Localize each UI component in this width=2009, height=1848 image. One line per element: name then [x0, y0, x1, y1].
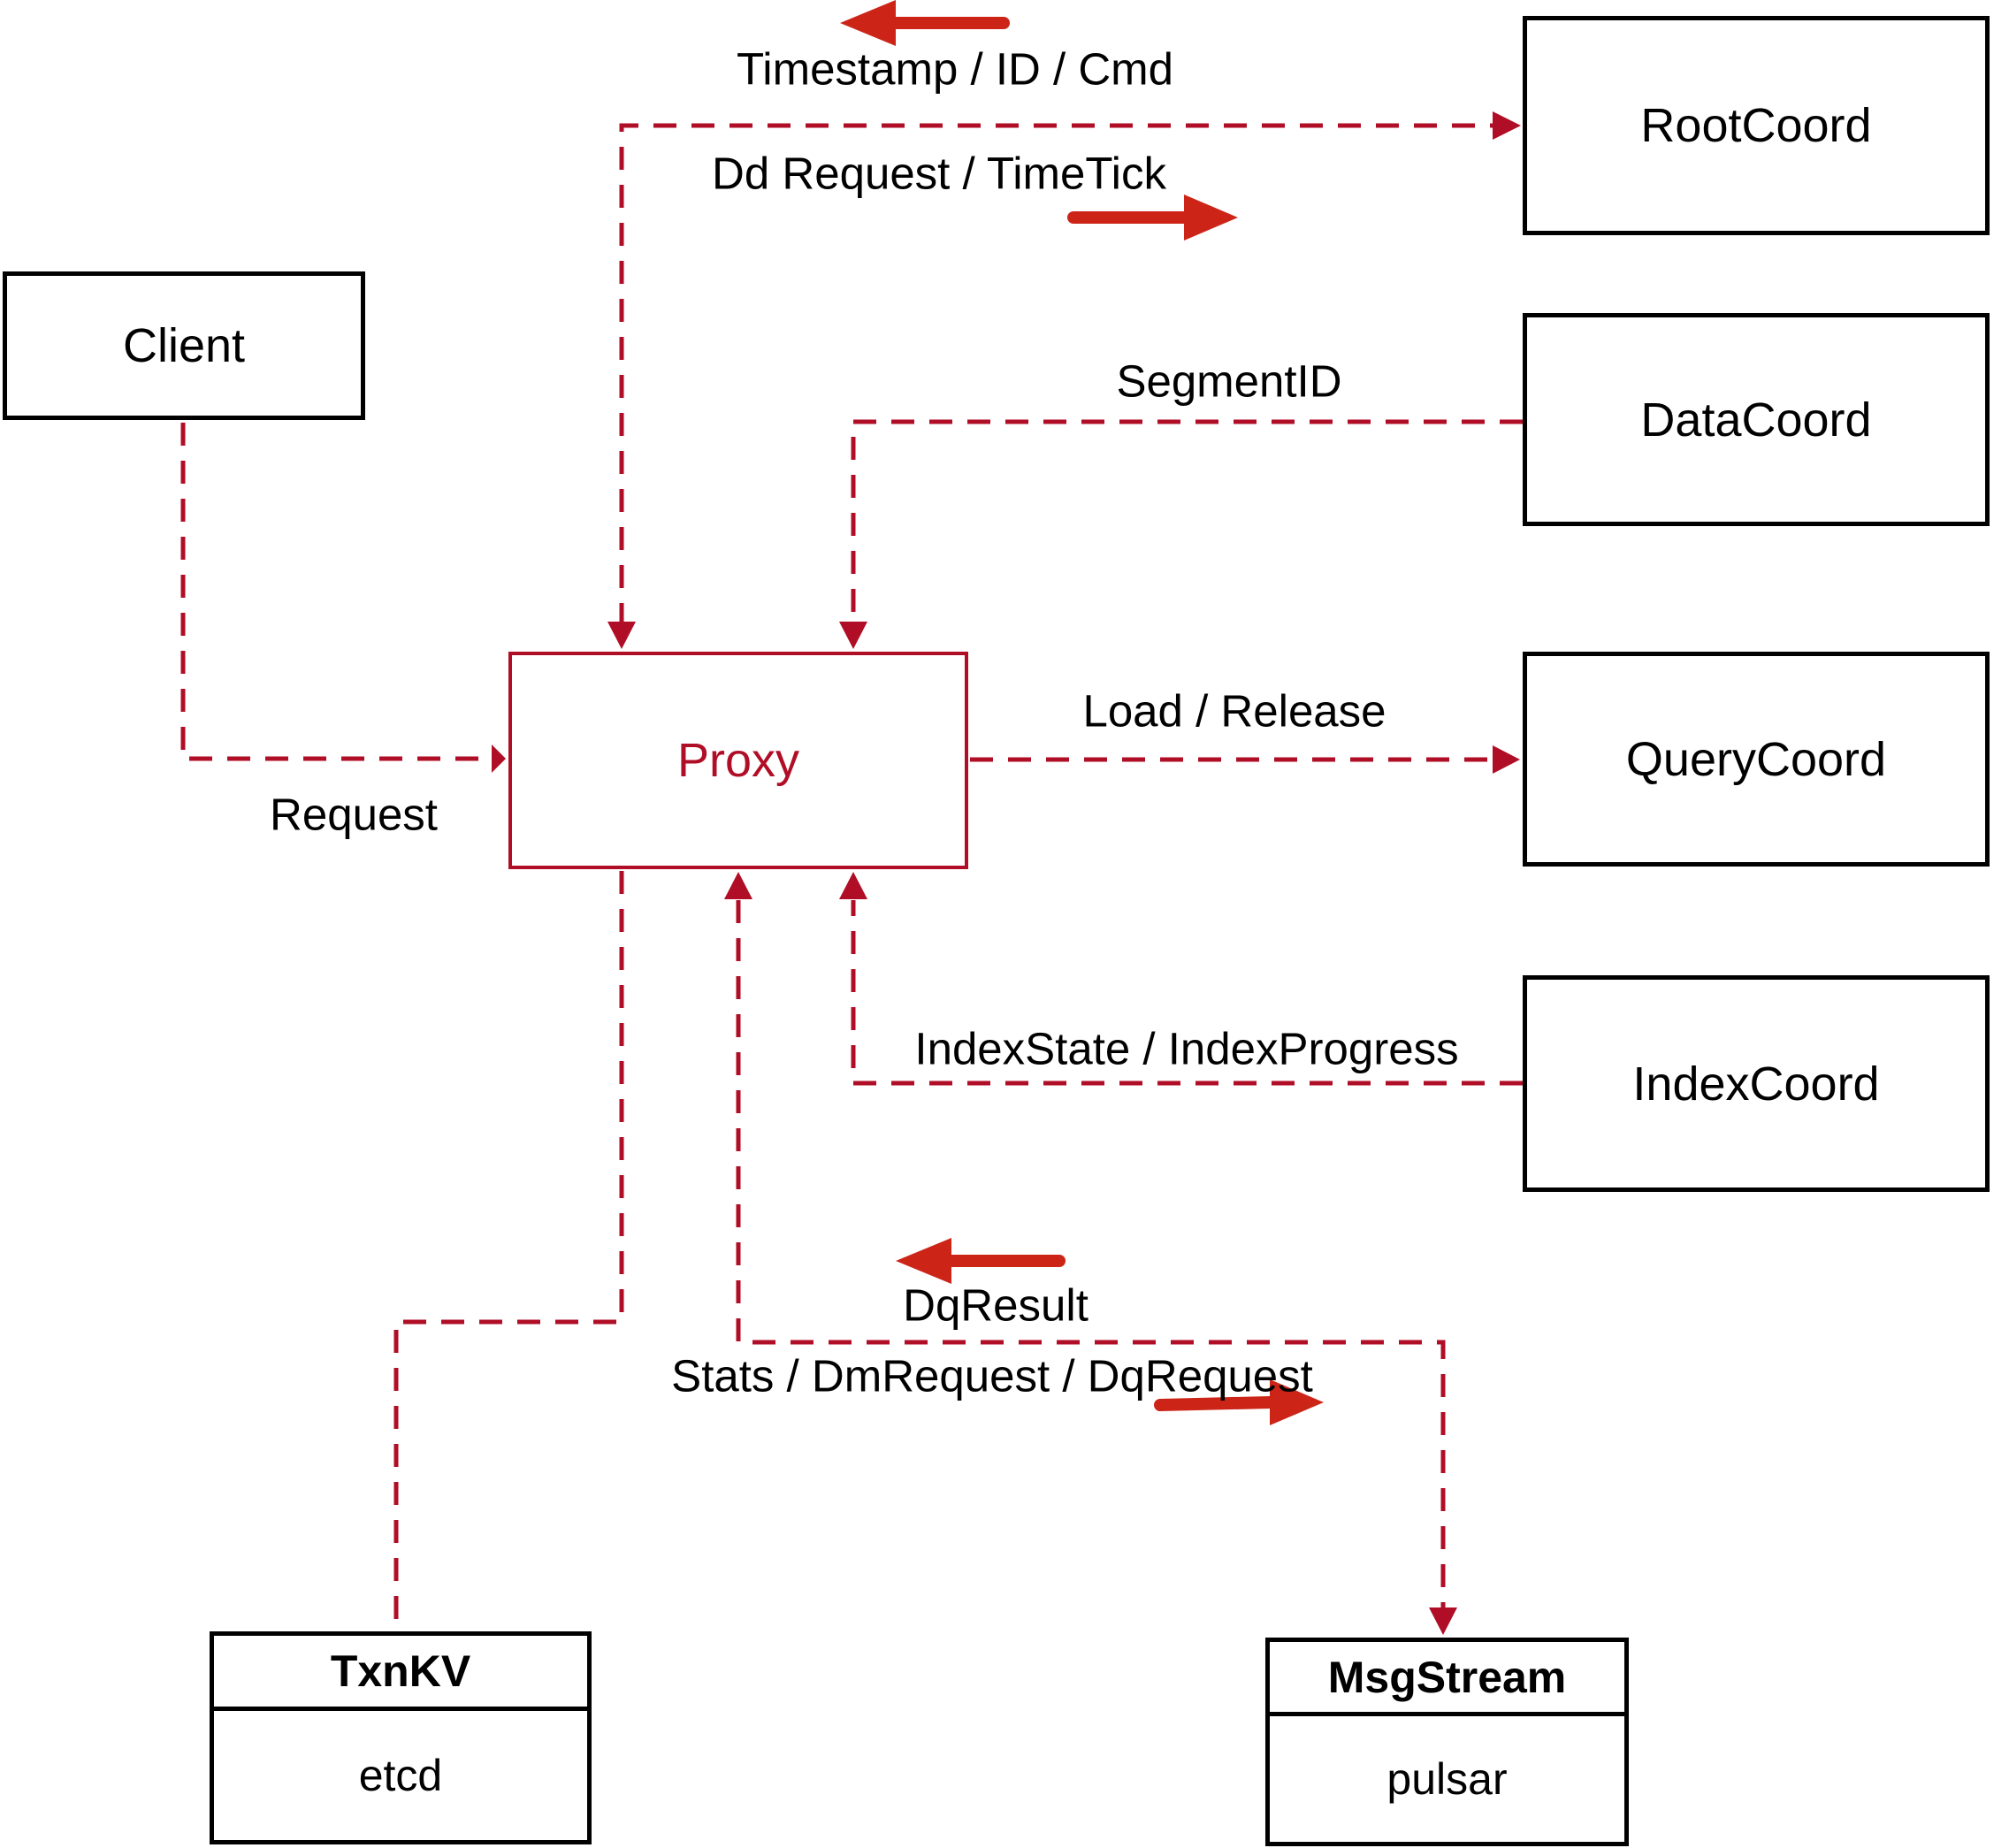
- node-querycoord-label: QueryCoord: [1625, 732, 1887, 786]
- edge-proxy-querycoord: [970, 745, 1520, 774]
- node-txnkv: TxnKV etcd: [210, 1631, 592, 1844]
- edge-proxy-txnkv: [393, 871, 624, 1630]
- arrowhead-into-msgstream: [1429, 1607, 1457, 1635]
- node-msgstream-header: MsgStream: [1270, 1642, 1624, 1716]
- node-indexcoord: IndexCoord: [1523, 975, 1990, 1192]
- arrowhead-into-proxy-left: [492, 745, 506, 773]
- node-client: Client: [3, 271, 365, 420]
- node-datacoord: DataCoord: [1523, 313, 1990, 526]
- node-rootcoord-label: RootCoord: [1640, 99, 1872, 152]
- node-msgstream-impl: pulsar: [1386, 1754, 1508, 1804]
- arrowhead-into-querycoord: [1493, 745, 1520, 774]
- node-indexcoord-label: IndexCoord: [1632, 1057, 1880, 1111]
- edge-proxy-msgstream: [724, 872, 1457, 1635]
- node-txnkv-header: TxnKV: [214, 1636, 587, 1711]
- label-segment-id: SegmentID: [1116, 355, 1342, 407]
- direction-arrow-left-timestamp: [840, 0, 1010, 46]
- label-load-release: Load / Release: [1082, 685, 1386, 737]
- arrowhead-into-proxy-top-left: [607, 622, 636, 649]
- arrowhead-into-proxy-bottom-left: [724, 872, 752, 899]
- node-txnkv-title: TxnKV: [330, 1646, 471, 1696]
- edge-proxy-rootcoord: [607, 111, 1521, 649]
- edge-indexcoord-proxy: [839, 872, 1523, 1086]
- direction-arrow-right-ddrequest: [1067, 195, 1238, 241]
- node-datacoord-label: DataCoord: [1640, 393, 1872, 447]
- node-client-label: Client: [122, 319, 246, 372]
- node-msgstream-body: pulsar: [1270, 1716, 1624, 1842]
- label-request: Request: [270, 789, 438, 840]
- node-proxy: Proxy: [508, 652, 968, 869]
- label-dd-request-timetick: Dd Request / TimeTick: [712, 148, 1166, 199]
- label-timestamp-id-cmd: Timestamp / ID / Cmd: [736, 43, 1174, 95]
- label-index-state-progress: IndexState / IndexProgress: [914, 1023, 1459, 1074]
- arrowhead-into-proxy-top-right: [839, 622, 867, 649]
- edge-datacoord-proxy: [839, 419, 1523, 649]
- label-dq-result: DqResult: [903, 1279, 1089, 1331]
- node-proxy-label: Proxy: [676, 734, 800, 787]
- label-stats-dm-dq: Stats / DmRequest / DqRequest: [671, 1350, 1313, 1401]
- direction-arrow-left-dqresult: [896, 1238, 1066, 1284]
- arrowhead-into-proxy-bottom-right: [839, 872, 867, 899]
- edge-client-proxy: [180, 423, 506, 773]
- node-msgstream-title: MsgStream: [1327, 1652, 1567, 1702]
- node-txnkv-impl: etcd: [358, 1751, 443, 1800]
- direction-arrow-right-stats: [1154, 1379, 1324, 1425]
- node-rootcoord: RootCoord: [1523, 16, 1990, 235]
- arrowhead-into-rootcoord: [1493, 111, 1521, 140]
- node-querycoord: QueryCoord: [1523, 652, 1990, 867]
- node-msgstream: MsgStream pulsar: [1265, 1638, 1629, 1846]
- node-txnkv-body: etcd: [214, 1711, 587, 1840]
